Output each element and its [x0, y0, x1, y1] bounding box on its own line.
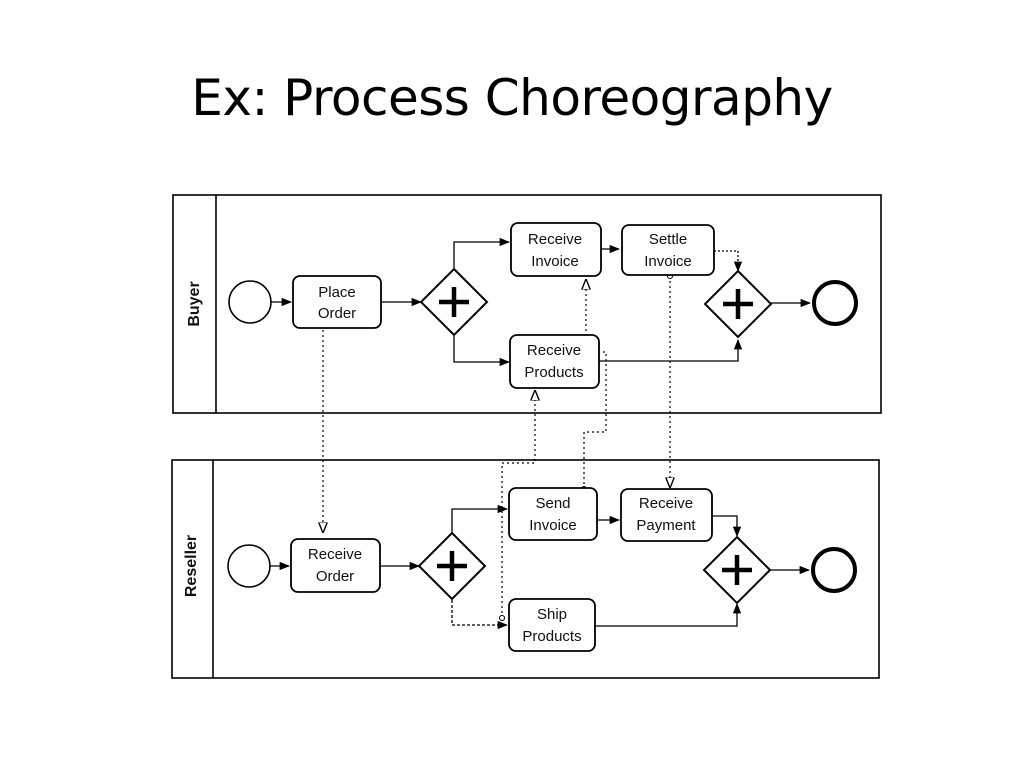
task-receive-invoice-line-1: Receive — [528, 231, 582, 248]
flow-settle-to-join — [714, 250, 743, 273]
flow-split-to-receive-products — [453, 336, 511, 367]
flow-ship-products-to-join — [595, 602, 742, 627]
task-receive-order: Receive Order — [290, 538, 381, 593]
task-receive-invoice-line-2: Invoice — [531, 253, 579, 270]
task-receive-products-line-1: Receive — [527, 342, 581, 359]
flow-receive-payment-to-join — [712, 515, 742, 538]
task-settle-invoice: Settle Invoice — [621, 224, 715, 276]
task-receive-products-line-2: Products — [524, 364, 583, 381]
task-receive-invoice: Receive Invoice — [510, 222, 602, 277]
task-send-invoice-line-2: Invoice — [529, 517, 577, 534]
task-receive-order-line-2: Order — [316, 568, 354, 585]
lane-label-buyer: Buyer — [186, 281, 203, 326]
task-receive-payment: Receive Payment — [620, 488, 713, 542]
slide-title: Ex: Process Choreography — [191, 69, 833, 127]
task-receive-products: Receive Products — [509, 334, 600, 389]
task-send-invoice-line-1: Send — [535, 495, 570, 512]
sequence-flows — [270, 237, 812, 630]
buyer-end-event — [812, 280, 858, 326]
task-ship-products-line-2: Products — [522, 628, 581, 645]
task-receive-payment-line-2: Payment — [636, 517, 696, 534]
task-receive-payment-line-1: Receive — [639, 495, 693, 512]
lane-label-reseller: Reseller — [183, 535, 200, 597]
plus-icon — [723, 289, 753, 319]
plus-icon — [722, 555, 752, 585]
flow-split-to-send-invoice — [451, 504, 509, 533]
task-place-order-line-1: Place — [318, 284, 356, 301]
buyer-join-gateway — [703, 269, 773, 339]
flow-receive-products-to-join — [599, 338, 743, 362]
reseller-end-event — [811, 547, 857, 593]
task-place-order-line-2: Order — [318, 305, 356, 322]
flow-split-to-receive-invoice — [453, 237, 511, 268]
task-send-invoice: Send Invoice — [508, 487, 598, 541]
reseller-start-event — [227, 544, 271, 588]
plus-icon — [437, 551, 467, 581]
buyer-start-event — [228, 280, 272, 324]
task-place-order: Place Order — [292, 275, 382, 329]
message-ship-products-to-receive-products — [502, 391, 535, 618]
task-settle-invoice-line-2: Invoice — [644, 253, 692, 270]
task-ship-products: Ship Products — [508, 598, 596, 652]
flow-split-to-ship-products — [451, 600, 509, 630]
reseller-join-gateway — [702, 535, 772, 605]
reseller-split-gateway — [417, 531, 487, 601]
task-ship-products-line-1: Ship — [537, 606, 567, 623]
plus-icon — [439, 287, 469, 317]
task-receive-order-line-1: Receive — [308, 546, 362, 563]
buyer-split-gateway — [419, 267, 489, 337]
task-settle-invoice-line-1: Settle — [649, 231, 687, 248]
